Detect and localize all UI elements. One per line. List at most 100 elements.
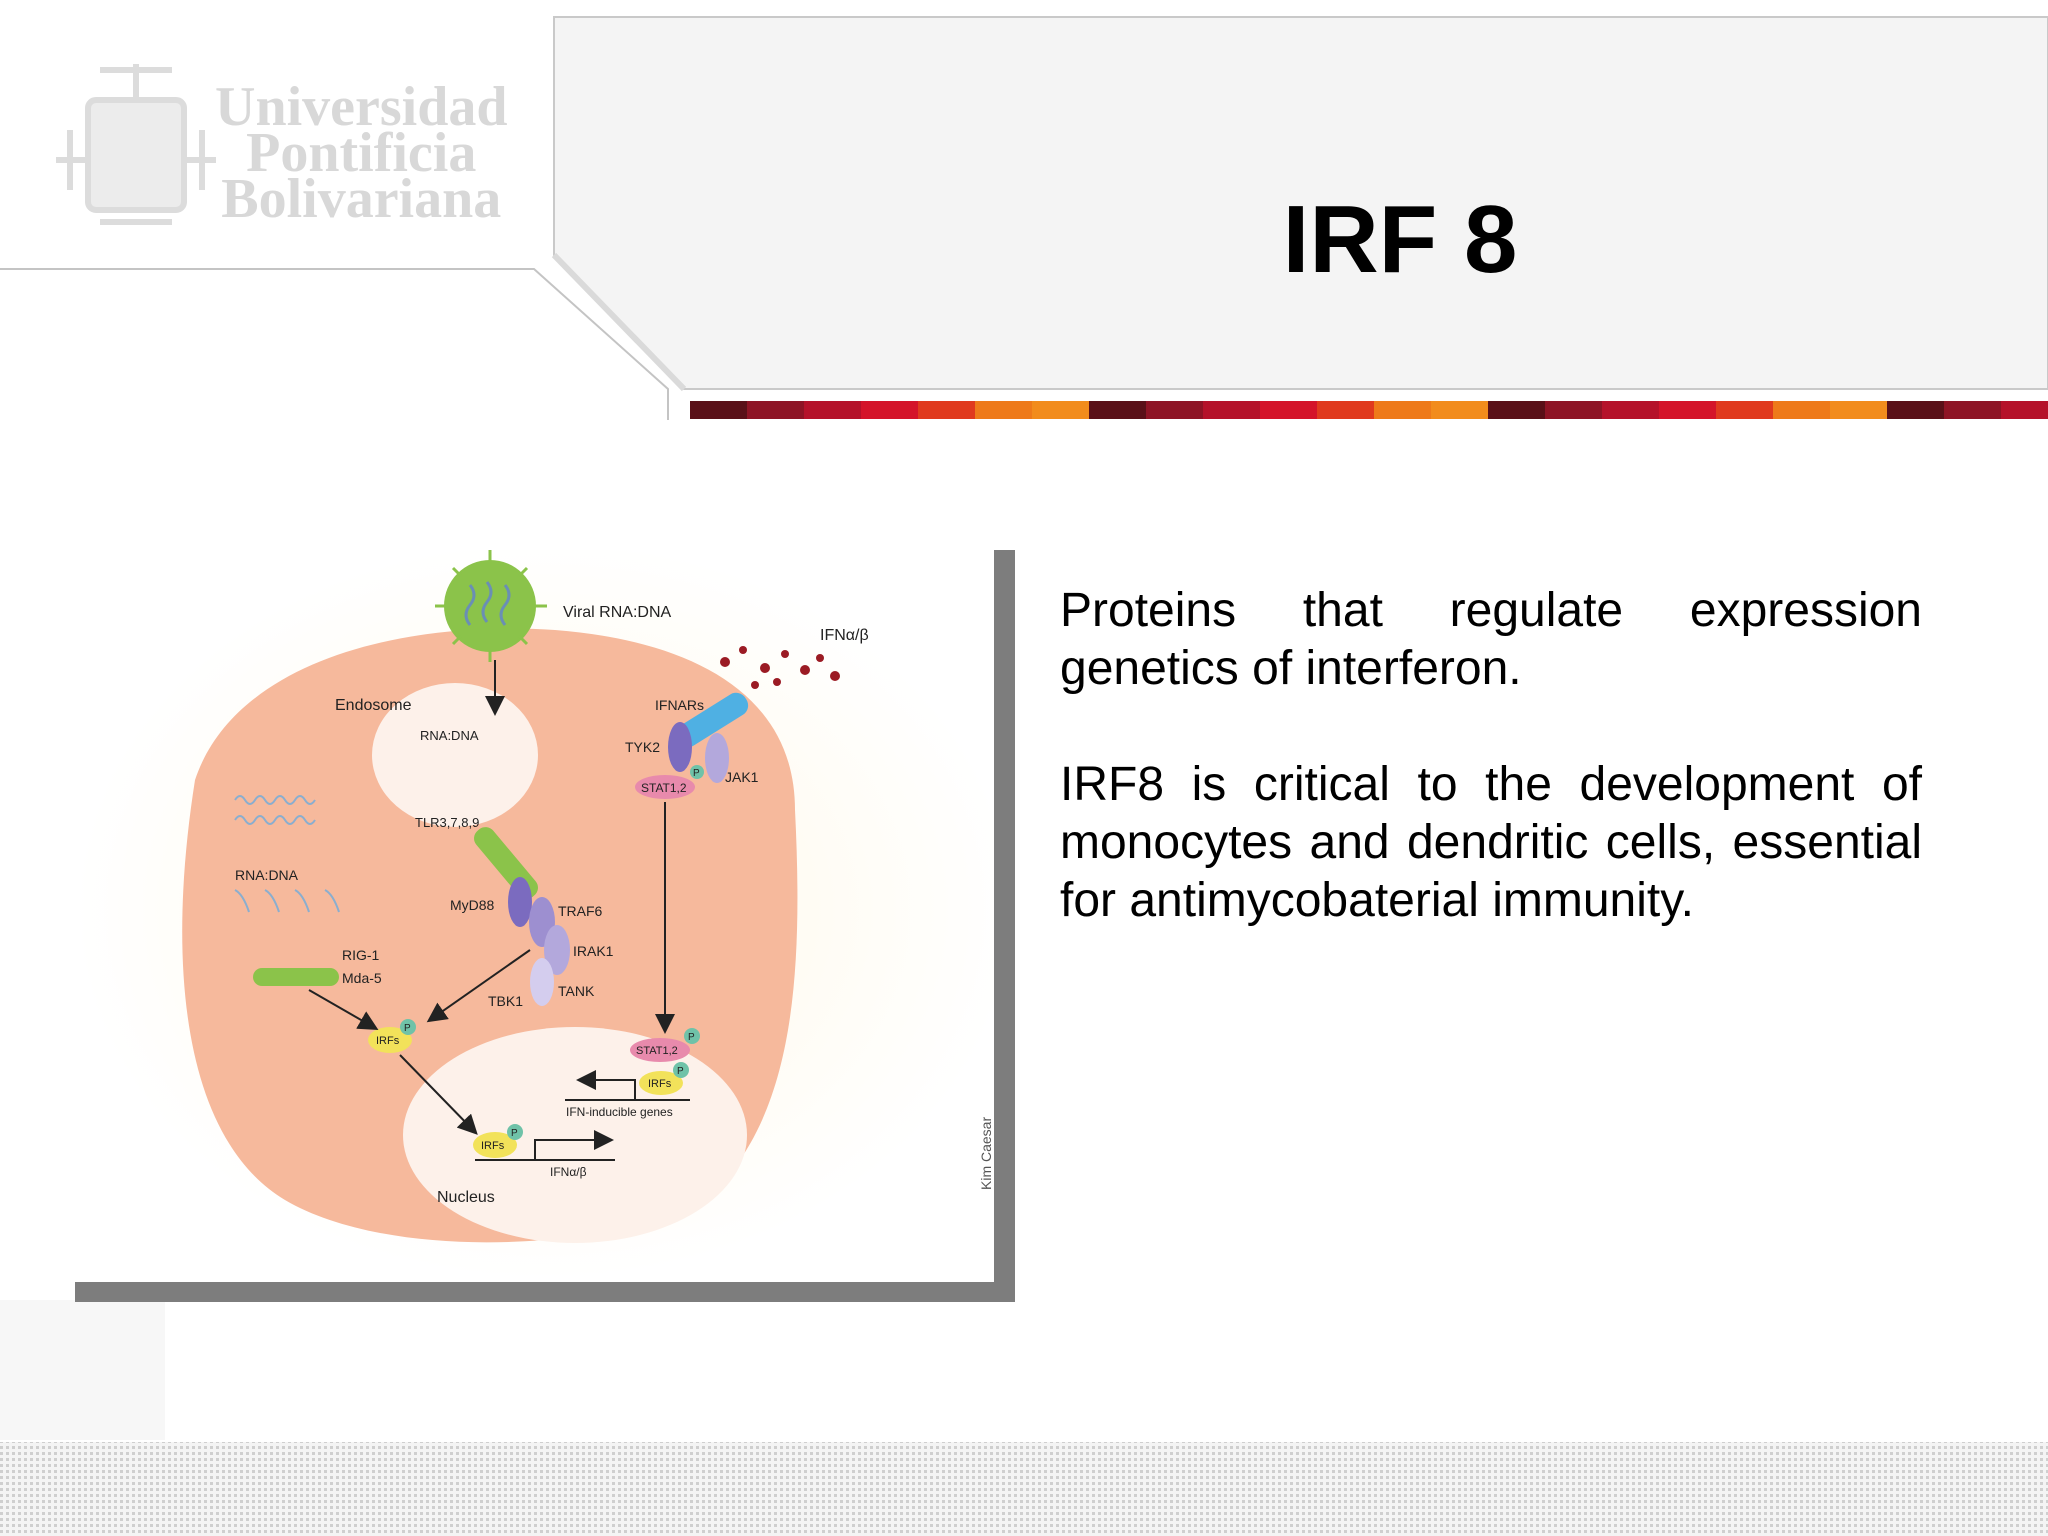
- ifn-dots: [720, 646, 840, 689]
- stripe-segment: [804, 401, 862, 419]
- label-rnadna-endo: RNA:DNA: [420, 728, 479, 743]
- stripe-segment: [1488, 401, 1546, 419]
- label-mda5: Mda-5: [342, 970, 382, 986]
- label-traf6: TRAF6: [558, 903, 603, 919]
- label-p: P: [677, 1066, 684, 1077]
- label-irfs-nuc-2: IRFs: [648, 1078, 672, 1090]
- stripe-segment: [1545, 401, 1603, 419]
- irfs-cyto: [368, 1027, 412, 1053]
- stripe-segment: [1260, 401, 1318, 419]
- stripe-segment: [1773, 401, 1831, 419]
- p-badge: [690, 765, 704, 779]
- virus-icon: [444, 560, 536, 652]
- label-p: P: [693, 768, 700, 779]
- logo-line-2: Pontificia: [246, 122, 477, 184]
- irfs-nuc-2: [639, 1071, 683, 1095]
- p-badge: [684, 1028, 700, 1044]
- stripe-segment: [747, 401, 805, 419]
- stripe-segment: [1374, 401, 1432, 419]
- label-tlr: TLR3,7,8,9: [415, 815, 479, 830]
- logo-seal: [56, 64, 216, 225]
- label-stat-nuc: STAT1,2: [636, 1045, 678, 1057]
- paragraph-2: IRF8 is critical to the development of m…: [1060, 758, 1922, 927]
- logo-line-1: Universidad: [215, 76, 508, 138]
- stripe-segment: [1032, 401, 1090, 419]
- stripe-segment: [1089, 401, 1147, 419]
- p-badge: [400, 1019, 416, 1035]
- title-banner: [553, 16, 2048, 390]
- cytosolic-rna: [234, 795, 340, 913]
- stripe-segment: [1317, 401, 1375, 419]
- label-irfs-nuc: IRFs: [481, 1140, 505, 1152]
- nucleus: [403, 1027, 747, 1243]
- color-stripe: [690, 401, 2048, 419]
- label-myd88: MyD88: [450, 897, 495, 913]
- jak1-shape: [705, 733, 729, 783]
- p-badge: [507, 1124, 523, 1140]
- stripe-segment: [1602, 401, 1660, 419]
- stripe-segment: [1887, 401, 1945, 419]
- label-endosome: Endosome: [335, 697, 412, 714]
- stripe-segment: [1659, 401, 1717, 419]
- stat-nuc: [630, 1038, 690, 1062]
- stripe-segment: [2001, 401, 2048, 419]
- gene-arrow-2: [534, 1130, 614, 1160]
- label-rnadna-cyto: RNA:DNA: [235, 867, 299, 883]
- rig1-receptor: [253, 968, 339, 986]
- left-fade: [0, 1300, 165, 1440]
- label-stat: STAT1,2: [641, 781, 687, 795]
- stripe-segment: [1944, 401, 2002, 419]
- header-rule: [0, 268, 669, 420]
- header-rule-inner: [551, 252, 687, 392]
- label-ifnars: IFNARs: [655, 697, 704, 713]
- stripe-segment: [1716, 401, 1774, 419]
- p-badge: [673, 1062, 689, 1078]
- stripe-segment: [861, 401, 919, 419]
- figure-credit: Kim Caesar: [978, 1116, 994, 1190]
- logo-line-3: Bolivariana: [221, 168, 502, 230]
- stripe-segment: [1431, 401, 1489, 419]
- tyk2-shape: [668, 722, 692, 772]
- label-tbk1: TBK1: [488, 993, 523, 1009]
- figure-shadow-right: [994, 550, 1015, 1302]
- ifnar-receptor: [675, 692, 749, 748]
- arrow-rig: [308, 989, 379, 1030]
- figure-panel: Viral RNA:DNA IFNα/β Endosome RNA:DNA TL…: [75, 540, 1015, 1282]
- gene-arrow-1: [576, 1070, 636, 1100]
- label-ifn-nuc: IFNα/β: [550, 1165, 587, 1179]
- stripe-segment: [1146, 401, 1204, 419]
- stripe-segment: [690, 401, 748, 419]
- label-jak1: JAK1: [725, 769, 759, 785]
- label-viral: Viral RNA:DNA: [563, 604, 672, 621]
- virus-spikes: [435, 550, 547, 662]
- label-irak1: IRAK1: [573, 943, 614, 959]
- stripe-segment: [975, 401, 1033, 419]
- label-p: P: [688, 1032, 695, 1043]
- stripe-segment: [1830, 401, 1888, 419]
- endosome: [372, 683, 538, 827]
- footer-hatch: [0, 1442, 2048, 1536]
- label-rig1: RIG-1: [342, 947, 380, 963]
- stat-shape: [635, 775, 695, 799]
- university-logo: Universidad Pontificia Bolivariana: [215, 76, 508, 230]
- slide-title: IRF 8: [1282, 186, 1518, 293]
- figure-shadow-bottom: [75, 1282, 1015, 1302]
- irak1-shape: [544, 925, 570, 975]
- myd88-shape: [508, 877, 532, 927]
- label-irfs-cyto: IRFs: [376, 1035, 400, 1047]
- stripe-segment: [1203, 401, 1261, 419]
- arrow-tbk: [426, 949, 531, 1023]
- label-ifn: IFNα/β: [820, 627, 869, 644]
- label-tyk2: TYK2: [625, 739, 660, 755]
- irfs-nuc: [473, 1132, 517, 1158]
- label-ifn-genes: IFN-inducible genes: [566, 1105, 673, 1119]
- tank-shape: [530, 958, 554, 1006]
- label-nucleus: Nucleus: [437, 1189, 495, 1206]
- label-p: P: [404, 1023, 411, 1034]
- label-p: P: [511, 1128, 518, 1139]
- slide-body: Proteins that regulate expression geneti…: [1060, 582, 1922, 988]
- arrow-irf: [399, 1054, 478, 1135]
- stripe-segment: [918, 401, 976, 419]
- label-tank: TANK: [558, 983, 595, 999]
